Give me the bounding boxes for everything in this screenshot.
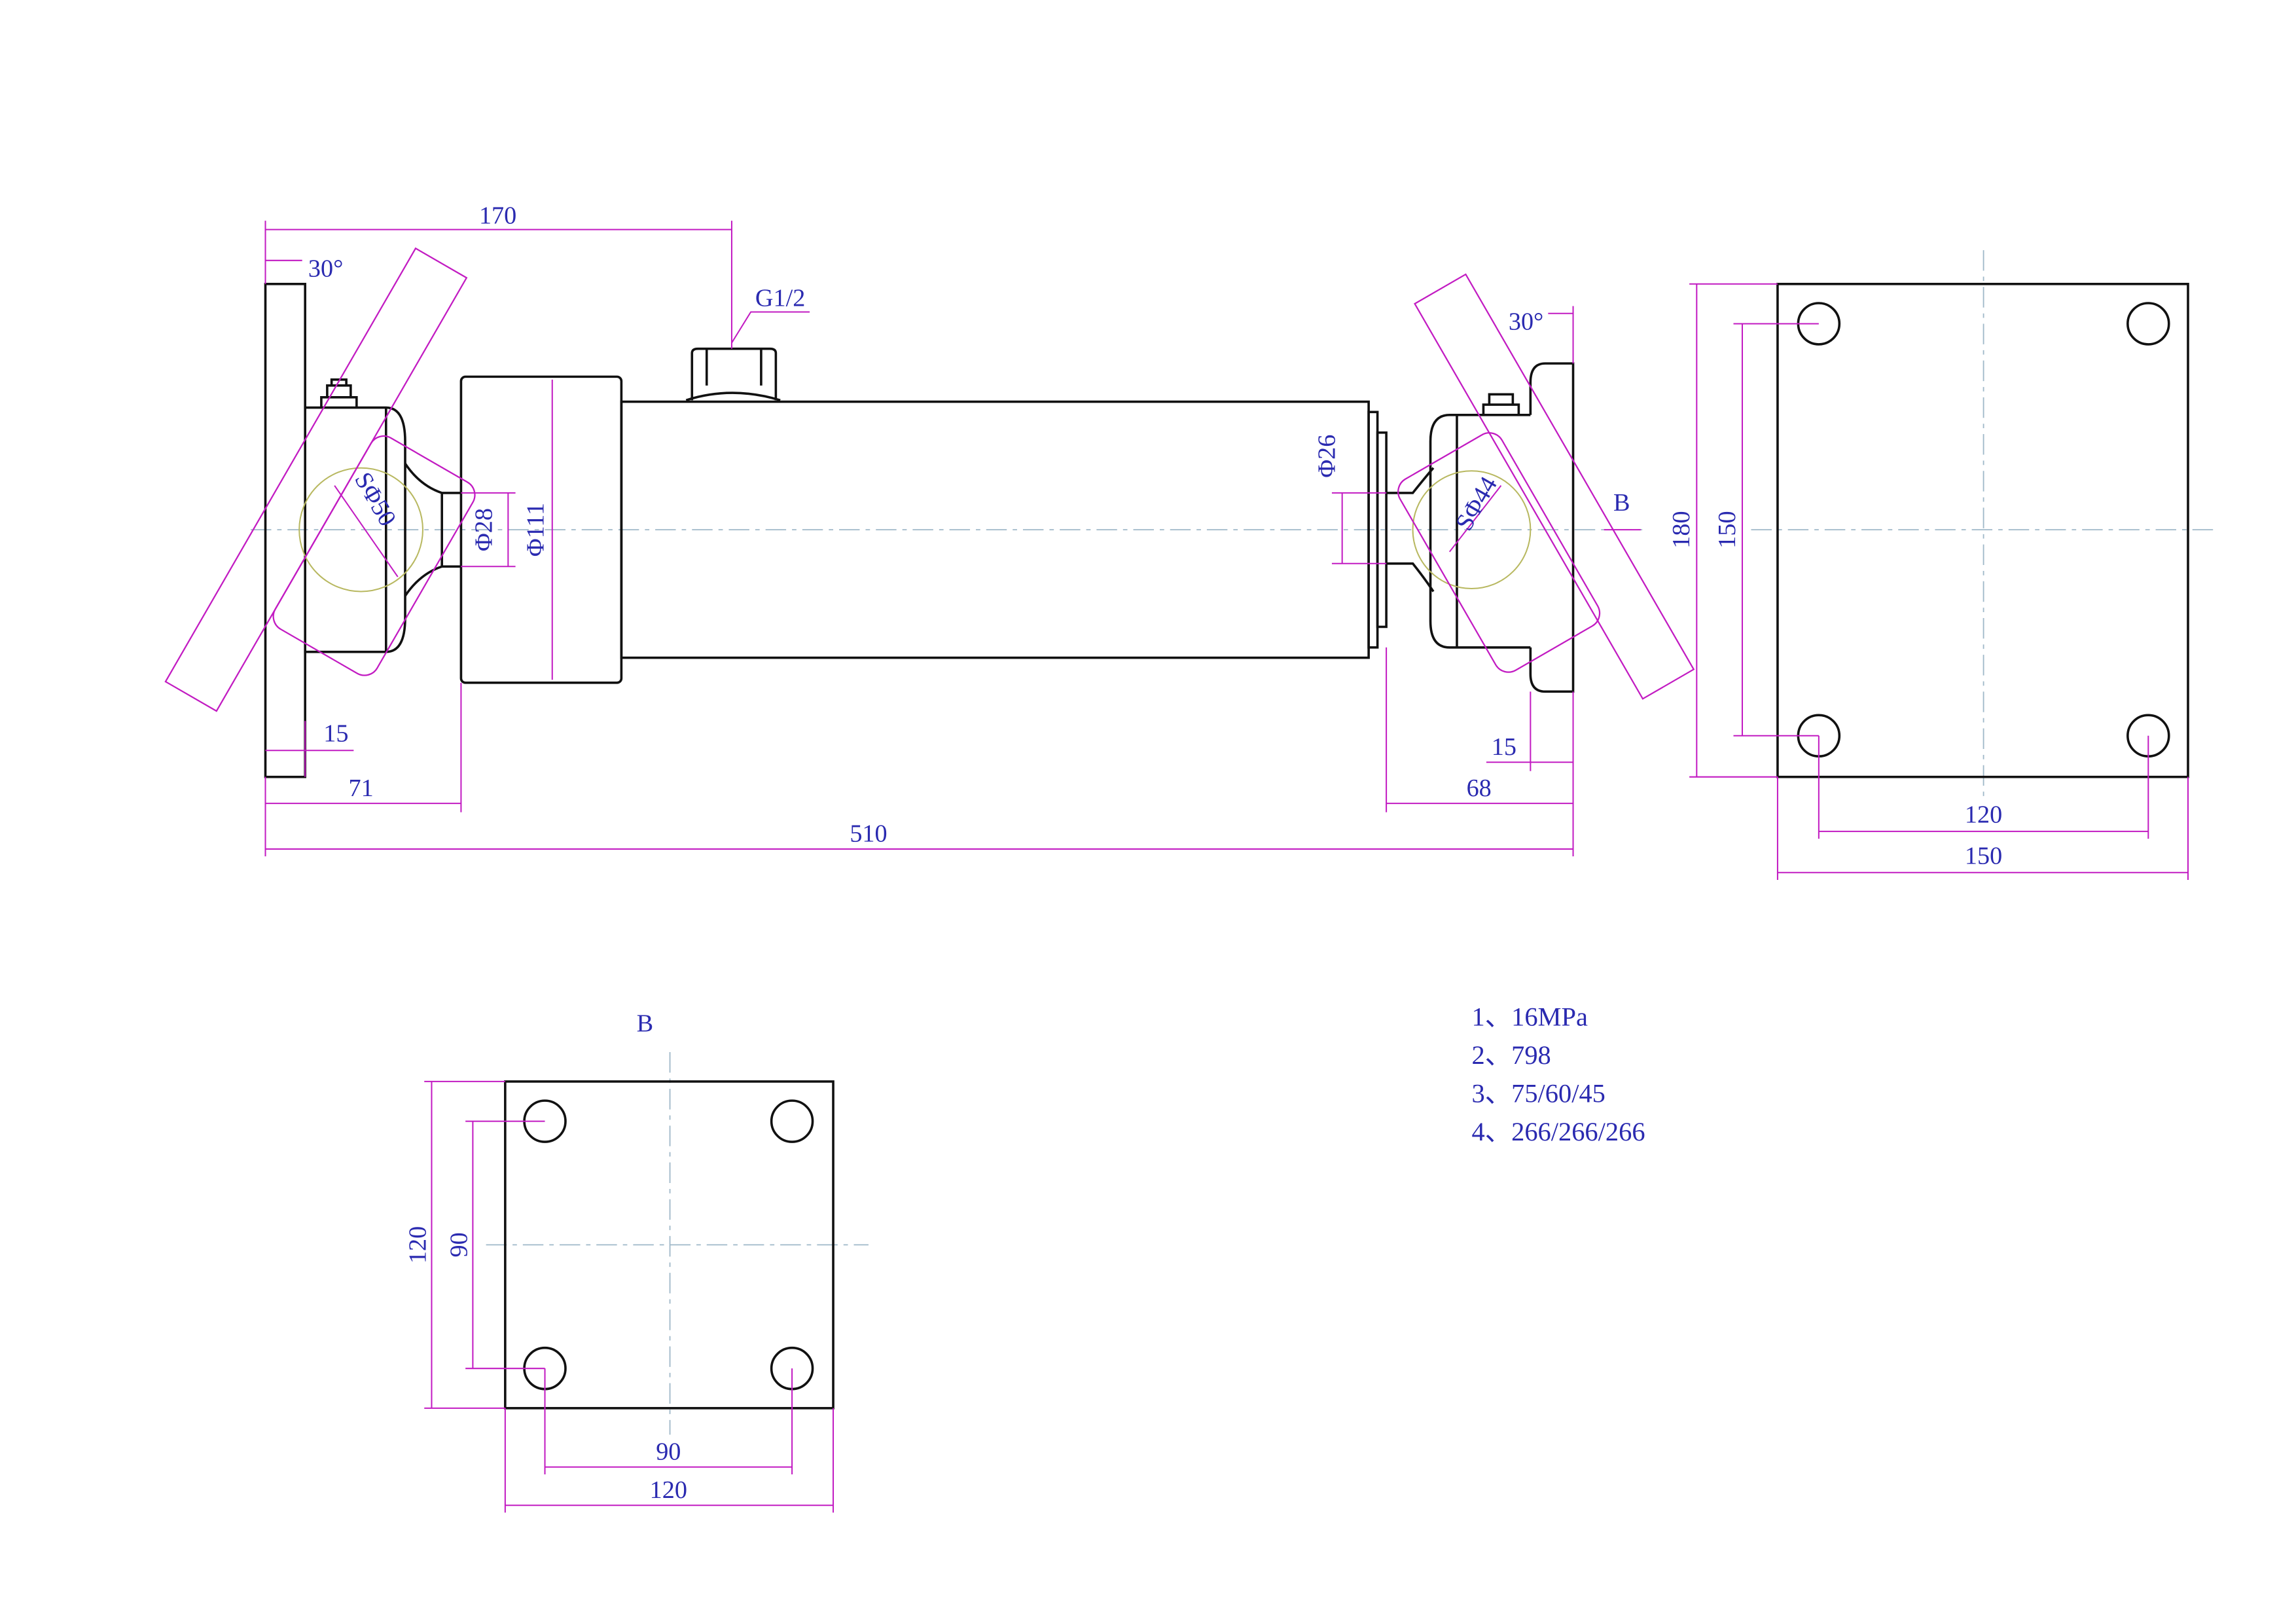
view-marker-b: B (1613, 489, 1630, 517)
notes: 1、16MPa 2、798 3、75/60/45 4、266/266/266 (1471, 1002, 1645, 1146)
tilt-outline-left (164, 247, 476, 712)
view-b-label: B (637, 1010, 653, 1038)
dim-end-width-outer: 150 (1965, 842, 2002, 869)
view-b: B 120 90 90 120 (404, 1010, 869, 1513)
note-3: 3、75/60/45 (1471, 1078, 1605, 1108)
tilt-outline-right (1397, 273, 1695, 700)
dim-rod-neck-right: Φ26 (1313, 435, 1340, 478)
dim-b-width-holes: 90 (656, 1438, 681, 1466)
dim-rod-neck-left: Φ28 (471, 508, 498, 551)
left-mount-plate (264, 282, 306, 778)
end-plate (1776, 282, 2189, 778)
dim-plate-left: 15 (323, 720, 348, 748)
dim-gland-diameter: Φ111 (522, 503, 549, 556)
right-mount-body (1429, 413, 1531, 649)
note-1: 1、16MPa (1471, 1002, 1588, 1032)
oil-port (685, 347, 781, 402)
dim-b-width-outer: 120 (650, 1476, 687, 1504)
dim-angle-right: 30° (1509, 308, 1543, 335)
left-mount-body (305, 406, 406, 653)
left-rod-neck (404, 462, 461, 597)
dim-port-thread: G1/2 (755, 284, 805, 312)
right-mount-plate (1529, 362, 1575, 693)
note-4: 4、266/266/266 (1471, 1117, 1645, 1146)
dim-end-height-outer: 180 (1668, 511, 1695, 548)
dim-end-width-holes: 120 (1965, 801, 2002, 828)
dim-170: 170 (479, 202, 516, 230)
dim-ball-right: SΦ44 (1450, 472, 1503, 536)
view-b-plate (504, 1080, 834, 1410)
dim-angle-left: 30° (308, 255, 343, 283)
dim-left-offset: 71 (348, 775, 373, 802)
dim-end-height-holes: 150 (1713, 511, 1741, 548)
dim-b-height-holes: 90 (445, 1232, 473, 1257)
grease-nipple-left (320, 378, 358, 408)
cylinder-side-view (164, 247, 1695, 778)
dim-plate-right: 15 (1492, 733, 1516, 761)
dim-right-offset: 68 (1467, 775, 1492, 802)
dim-overall-length: 510 (850, 820, 887, 848)
note-2: 2、798 (1471, 1040, 1551, 1070)
dim-b-height-outer: 120 (404, 1226, 431, 1264)
grease-nipple-right (1482, 393, 1520, 415)
ball-joint-right (1412, 470, 1532, 590)
ball-joint-left (298, 467, 423, 593)
dimensions-main: 170 30° G1/2 Φ111 Φ28 SΦ50 Φ26 SΦ44 30° … (264, 202, 1641, 857)
end-view: 180 150 120 150 (1668, 250, 2215, 881)
